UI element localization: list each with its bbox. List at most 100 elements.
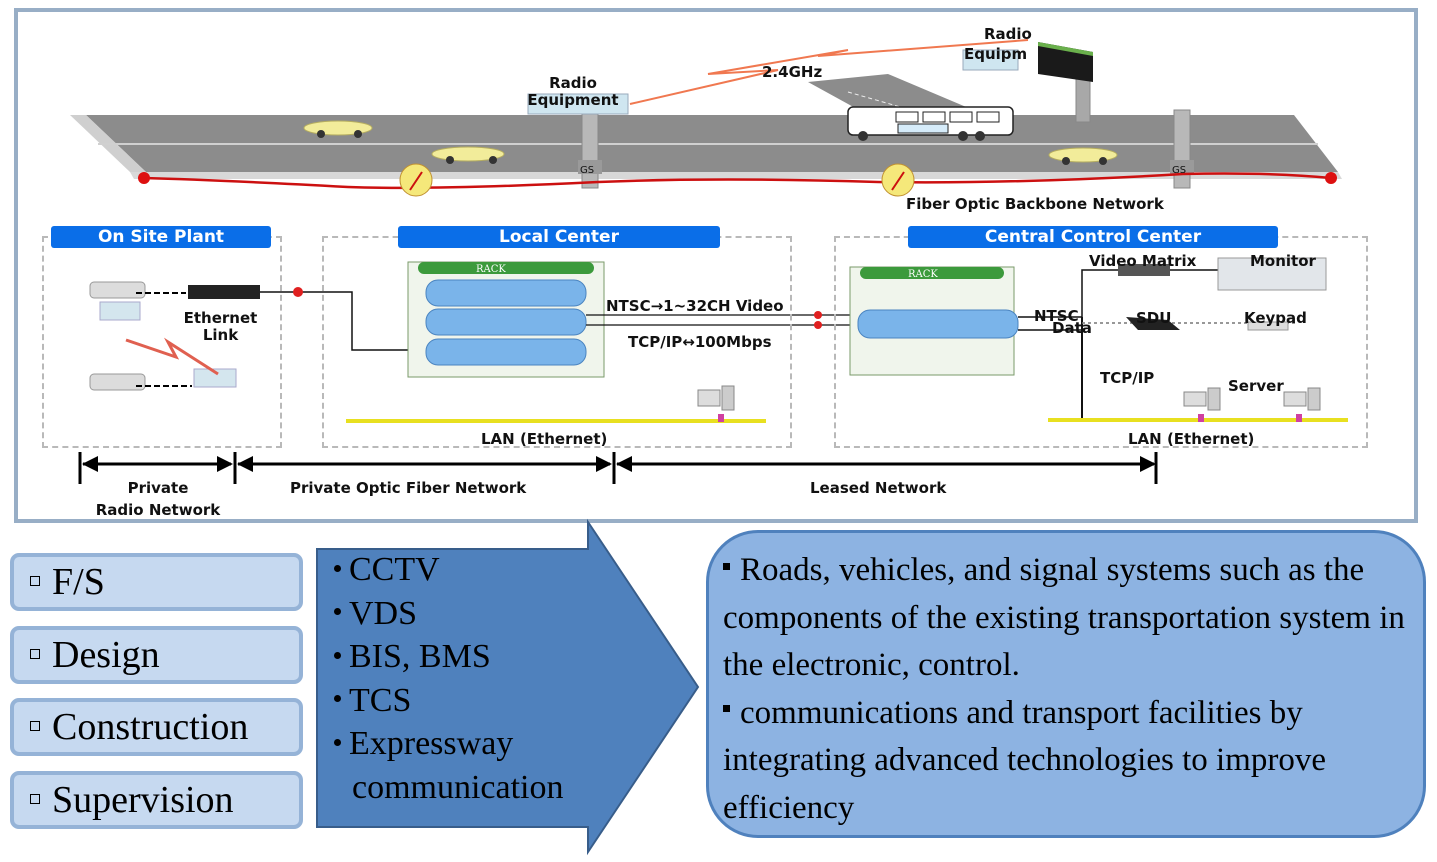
span-label-private-optic: Private Optic Fiber Network — [290, 479, 527, 497]
bullet-icon — [334, 608, 341, 616]
wireless-bridge-icon — [193, 368, 237, 388]
phase-design: Design — [10, 626, 303, 684]
span-private-optic — [233, 452, 612, 484]
car-icon — [431, 146, 505, 164]
server-label: Server — [1228, 377, 1284, 395]
header-central-control-center: Central Control Center — [908, 226, 1278, 248]
gs-pole-right — [1170, 109, 1194, 189]
road-edge — [130, 172, 1342, 179]
ramp-line — [847, 91, 919, 113]
gs-pole-left — [578, 109, 602, 189]
ethernet-link-label: Ethernet Link — [183, 309, 258, 344]
video-link-label: NTSC→1~32CH Video — [606, 297, 784, 315]
radio-equipment-label-left: Radio Equipment — [527, 74, 619, 109]
span-label-private-radio: Private Radio Network — [95, 479, 221, 519]
span-private-radio — [78, 452, 233, 484]
car-icon — [1048, 147, 1118, 165]
fiber-endpoint-icon — [138, 172, 150, 184]
rack-unit — [425, 308, 587, 336]
square-bullet-icon — [723, 705, 730, 713]
sdu-icon — [1126, 317, 1180, 330]
car-icon — [303, 120, 373, 138]
phase-construction: Construction — [10, 698, 303, 756]
phase-label: Supervision — [52, 779, 234, 821]
ramp — [808, 74, 978, 115]
rack-unit — [857, 309, 1019, 339]
lan-label-central: LAN (Ethernet) — [1128, 430, 1255, 448]
description-box: Roads, vehicles, and signal systems such… — [706, 530, 1426, 838]
phase-fs: F/S — [10, 553, 303, 611]
arrow-shape — [316, 518, 700, 856]
span-label-leased: Leased Network — [810, 479, 947, 497]
radio-equipment-label-right-1: Radio — [984, 25, 1032, 43]
vms-pole — [1038, 42, 1093, 123]
lan-label-local: LAN (Ethernet) — [481, 430, 608, 448]
frequency-label: 2.4GHz — [762, 63, 823, 81]
backbone-label: Fiber Optic Backbone Network — [906, 195, 1164, 213]
monitor-label: Monitor — [1250, 252, 1316, 270]
sdu-label: SDU — [1136, 309, 1172, 327]
bullet-icon — [334, 738, 341, 746]
bus-icon — [847, 106, 1014, 141]
system-item: BIS, BMS — [320, 635, 620, 679]
bullet-icon — [334, 695, 341, 703]
phase-label: Design — [52, 634, 160, 676]
system-item-continuation: communication — [352, 768, 564, 806]
square-bullet-icon — [30, 576, 40, 587]
keypad-icon — [1247, 321, 1289, 331]
square-bullet-icon — [723, 562, 730, 570]
server-icon — [1283, 387, 1321, 422]
network-diagram-panel: On Site Plant Local Center Central Contr… — [14, 8, 1418, 523]
server-icon — [1183, 387, 1221, 422]
ntsc-label: NTSC — [1034, 307, 1079, 325]
data-label: Data — [1052, 319, 1092, 337]
wireless-link-icon — [125, 337, 219, 376]
fiber-backbone-line — [143, 172, 1332, 190]
tcpip-label: TCP/IP — [1100, 369, 1155, 387]
cctv-camera-icon — [89, 373, 146, 391]
workstation-icon — [697, 385, 735, 422]
wireless-link-icon — [629, 39, 1029, 105]
connector-icon — [814, 321, 822, 329]
bullet-icon — [334, 651, 341, 659]
radio-equipment-icon — [527, 93, 629, 115]
connector-icon — [814, 311, 822, 319]
rack-label-central: RACK — [908, 269, 938, 280]
network-diagram-graphics — [70, 39, 1348, 484]
phase-label: F/S — [52, 561, 105, 603]
rack-unit — [425, 338, 587, 366]
bullet-icon — [334, 564, 341, 572]
monitor-wall-icon — [1217, 257, 1327, 291]
square-bullet-icon — [30, 794, 40, 805]
radio-equipment-icon — [962, 49, 1019, 71]
description-bullet-2: communications and transport facilities … — [723, 694, 1326, 826]
system-item: TCS — [320, 679, 620, 723]
video-matrix-label: Video Matrix — [1089, 252, 1197, 270]
span-leased — [612, 452, 1158, 484]
header-local-center: Local Center — [398, 226, 720, 248]
systems-list: CCTV VDS BIS, BMS TCS Expressway communi… — [320, 548, 620, 809]
phase-supervision: Supervision — [10, 771, 303, 829]
connector-icon — [293, 287, 303, 297]
system-item: CCTV — [320, 548, 620, 592]
fiber-link — [260, 291, 428, 351]
system-item: VDS — [320, 592, 620, 636]
square-bullet-icon — [30, 649, 40, 660]
rack-label-local: RACK — [476, 264, 506, 275]
system-item: Expressway — [320, 722, 620, 766]
keypad-label: Keypad — [1244, 309, 1307, 327]
description-bullet-1: Roads, vehicles, and signal systems such… — [723, 552, 1405, 683]
square-bullet-icon — [30, 721, 40, 732]
header-on-site-plant: On Site Plant — [51, 226, 271, 248]
data-link-label: TCP/IP↔100Mbps — [628, 333, 772, 351]
fiber-endpoint-icon — [1325, 172, 1337, 184]
cctv-camera-icon — [89, 281, 146, 321]
ethernet-switch-icon — [188, 285, 260, 299]
gs-label-right: GS — [1172, 165, 1187, 176]
rack-unit — [425, 279, 587, 307]
radio-equipment-label-right-2: Equipm — [964, 45, 1028, 63]
video-matrix-icon — [1118, 264, 1170, 276]
phase-label: Construction — [52, 706, 249, 748]
gs-label-left: GS — [580, 165, 595, 176]
